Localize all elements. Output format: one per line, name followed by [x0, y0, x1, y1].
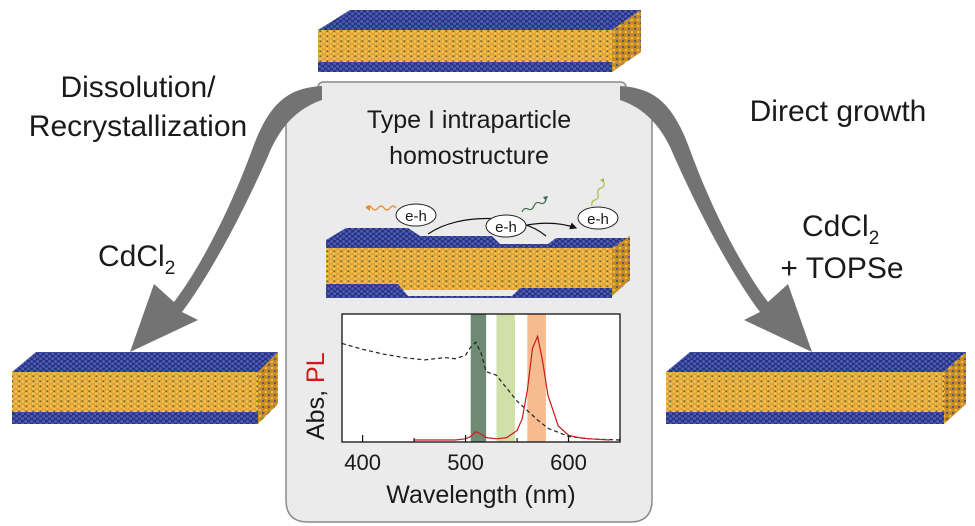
exciton-bubble-3 — [577, 206, 619, 230]
emission-arrow-darkgreen — [543, 196, 548, 201]
left-curved-arrow — [130, 86, 322, 352]
exciton-bubble-1 — [395, 203, 437, 227]
y-axis-label-pl: PL — [302, 352, 330, 383]
right-curved-arrow — [620, 86, 812, 352]
emission-wave-orange — [365, 205, 397, 211]
right-nanoplatelet — [666, 352, 966, 424]
x-tick-label-500: 500 — [447, 450, 484, 475]
right-reagent-sub: 2 — [869, 228, 880, 249]
left-nanoplatelet — [12, 352, 278, 424]
exciton-label-2: e-h — [495, 219, 517, 236]
x-tick-label-600: 600 — [550, 450, 587, 475]
spectral-band-3 — [527, 314, 546, 442]
emission-arrow-lightgreen — [600, 178, 604, 183]
exciton-hop-arrow-1 — [427, 217, 547, 237]
right-reagent-line1: CdCl2 — [802, 210, 879, 249]
emission-wave-darkgreen — [521, 199, 547, 213]
exciton-bubble-2 — [485, 214, 527, 238]
spectral-band-1 — [470, 314, 487, 442]
right-reagent-main: CdCl — [802, 210, 869, 243]
x-axis-label: Wavelength (nm) — [386, 481, 575, 509]
homostructure-nanoplatelet — [326, 228, 630, 298]
left-reagent: CdCl2 — [98, 240, 175, 279]
spectrum-chart: 400 500 600 Wavelength (nm) Abs, PL — [302, 313, 621, 509]
y-axis-label-abs: Abs, — [302, 390, 330, 440]
panel-title-line1: Type I intraparticle — [367, 106, 571, 134]
x-tick-label-400: 400 — [344, 450, 381, 475]
plot-frame — [341, 313, 621, 443]
left-method-line2: Recrystallization — [29, 110, 247, 143]
pl-series-line — [414, 334, 610, 441]
right-reagent-line2: + TOPSe — [780, 252, 903, 285]
y-axis-label: Abs, PL — [302, 352, 330, 440]
exciton-transfer: e-h e-h e-h — [365, 178, 619, 238]
spectral-band-2 — [496, 314, 515, 442]
panel-title-line2: homostructure — [389, 142, 549, 170]
exciton-label-3: e-h — [587, 211, 609, 228]
right-method-label: Direct growth — [750, 95, 927, 128]
emission-arrow-orange — [366, 205, 370, 211]
top-nanoplatelet — [318, 10, 641, 72]
exciton-label-1: e-h — [405, 208, 427, 225]
left-reagent-main: CdCl — [98, 240, 165, 273]
emission-wave-lightgreen — [591, 181, 605, 207]
left-method-line1: Dissolution/ — [60, 71, 216, 104]
left-reagent-sub: 2 — [165, 258, 176, 279]
abs-series-line — [341, 341, 621, 441]
